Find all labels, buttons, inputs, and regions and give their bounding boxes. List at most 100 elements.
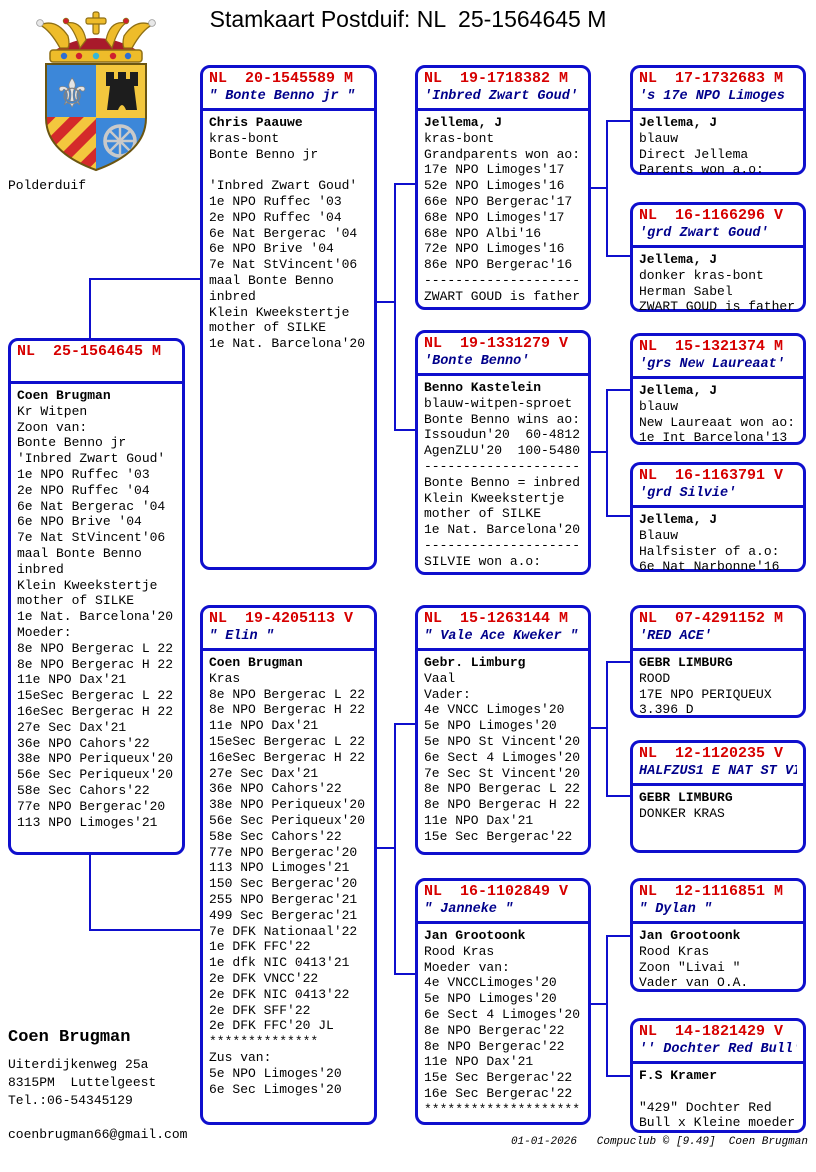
pedigree-box-ggp-8: NL 14-1821429 V '' Dochter Red Bull' F.S… — [630, 1018, 806, 1133]
box-header: NL 17-1732683 M 's 17e NPO Limoges — [633, 68, 803, 111]
connector-line — [606, 795, 631, 797]
ring-number: NL 15-1263144 M — [424, 610, 569, 627]
pigeon-name: " Janneke " — [424, 902, 514, 917]
ring-number: NL 25-1564645 M — [17, 343, 162, 360]
connector-line — [606, 120, 631, 122]
pigeon-name: 's 17e NPO Limoges — [639, 89, 785, 104]
connector-line — [376, 847, 396, 849]
connector-line — [394, 183, 416, 185]
svg-text:⚜: ⚜ — [54, 71, 90, 117]
pigeon-name: " Elin " — [209, 629, 274, 644]
pedigree-box-father: NL 20-1545589 M " Bonte Benno jr " Chris… — [200, 65, 377, 570]
crown-icon — [36, 11, 156, 63]
pigeon-name: 'grs New Laureaat' — [639, 357, 785, 372]
connector-line — [89, 278, 202, 280]
box-header: NL 12-1120235 V HALFZUS1 E NAT ST VI — [633, 743, 803, 786]
ring-number: NL 15-1321374 M — [639, 338, 784, 355]
pigeon-name: 'grd Zwart Goud' — [639, 226, 769, 241]
ring-number: NL 19-1331279 V — [424, 335, 569, 352]
connector-line — [591, 727, 608, 729]
pigeon-name: 'grd Silvie' — [639, 486, 737, 501]
connector-line — [606, 661, 631, 663]
connector-line — [89, 278, 91, 340]
page-title: Stamkaart Postduif: NL 25-1564645 M — [209, 6, 607, 32]
connector-line — [394, 973, 416, 975]
pedigree-box-ggp-1: NL 17-1732683 M 's 17e NPO Limoges Jelle… — [630, 65, 806, 178]
owner-contact-block: Coen Brugman Uiterdijkenweg 25a 8315PM L… — [8, 1028, 187, 1142]
ring-number: NL 16-1102849 V — [424, 883, 569, 900]
connector-line — [606, 935, 631, 937]
connector-line — [606, 661, 608, 797]
connector-line — [606, 120, 608, 257]
owner-city: 8315PM Luttelgeest — [8, 1075, 157, 1090]
pedigree-box-grandparent-1: NL 19-1718382 M 'Inbred Zwart Goud' Jell… — [415, 65, 591, 310]
connector-line — [606, 389, 631, 391]
ring-number: NL 20-1545589 M — [209, 70, 354, 87]
ring-number: NL 12-1120235 V — [639, 745, 784, 762]
pedigree-box-grandparent-2: NL 19-1331279 V 'Bonte Benno' Benno Kast… — [415, 330, 591, 575]
box-header: NL 14-1821429 V '' Dochter Red Bull' — [633, 1021, 803, 1064]
connector-line — [394, 183, 396, 431]
pedigree-box-grandparent-3: NL 15-1263144 M " Vale Ace Kweker " Gebr… — [415, 605, 591, 855]
connector-line — [89, 929, 202, 931]
ring-number: NL 16-1163791 V — [639, 467, 784, 484]
owner-street: Uiterdijkenweg 25a — [8, 1057, 149, 1072]
connector-line — [606, 935, 608, 1077]
pigeon-name: " Dylan " — [639, 902, 712, 917]
connector-line — [591, 1003, 608, 1005]
pigeon-name: " Bonte Benno jr " — [209, 89, 355, 104]
box-header: NL 19-1331279 V 'Bonte Benno' — [418, 333, 588, 376]
ring-number: NL 19-1718382 M — [424, 70, 569, 87]
box-header: NL 19-1718382 M 'Inbred Zwart Goud' — [418, 68, 588, 111]
box-header: NL 16-1102849 V " Janneke " — [418, 881, 588, 924]
connector-line — [606, 255, 631, 257]
connector-line — [591, 187, 608, 189]
pigeon-name: HALFZUS1 E NAT ST VI — [639, 764, 797, 779]
box-header: NL 07-4291152 M 'RED ACE' — [633, 608, 803, 651]
connector-line — [591, 451, 608, 453]
connector-line — [394, 429, 416, 431]
pedigree-box-ggp-2: NL 16-1166296 V 'grd Zwart Goud' Jellema… — [630, 202, 806, 315]
connector-line — [394, 723, 416, 725]
connector-line — [394, 723, 396, 975]
box-header: NL 25-1564645 M — [11, 341, 182, 384]
owner-email: coenbrugman66@gmail.com — [8, 1127, 188, 1142]
owner-phone: Tel.:06-54345129 — [8, 1093, 133, 1108]
pigeon-name: " Vale Ace Kweker " — [424, 629, 578, 644]
ring-number: NL 12-1116851 M — [639, 883, 784, 900]
box-header: NL 15-1321374 M 'grs New Laureaat' — [633, 336, 803, 379]
ring-number: NL 07-4291152 M — [639, 610, 784, 627]
box-header: NL 20-1545589 M " Bonte Benno jr " — [203, 68, 374, 111]
owner-name: Coen Brugman — [8, 1028, 131, 1047]
pigeon-name: 'Inbred Zwart Goud' — [424, 89, 578, 104]
pigeon-name — [17, 361, 176, 378]
pedigree-box-ggp-6: NL 12-1120235 V HALFZUS1 E NAT ST VI GEB… — [630, 740, 806, 853]
connector-line — [606, 515, 631, 517]
shield-icon: ⚜ — [45, 63, 147, 172]
box-header: NL 19-4205113 V " Elin " — [203, 608, 374, 651]
pigeon-name: 'RED ACE' — [639, 629, 712, 644]
connector-line — [376, 301, 396, 303]
pigeon-name: '' Dochter Red Bull' — [639, 1042, 797, 1057]
ring-number: NL 14-1821429 V — [639, 1023, 784, 1040]
pedigree-box-ggp-3: NL 15-1321374 M 'grs New Laureaat' Jelle… — [630, 333, 806, 445]
